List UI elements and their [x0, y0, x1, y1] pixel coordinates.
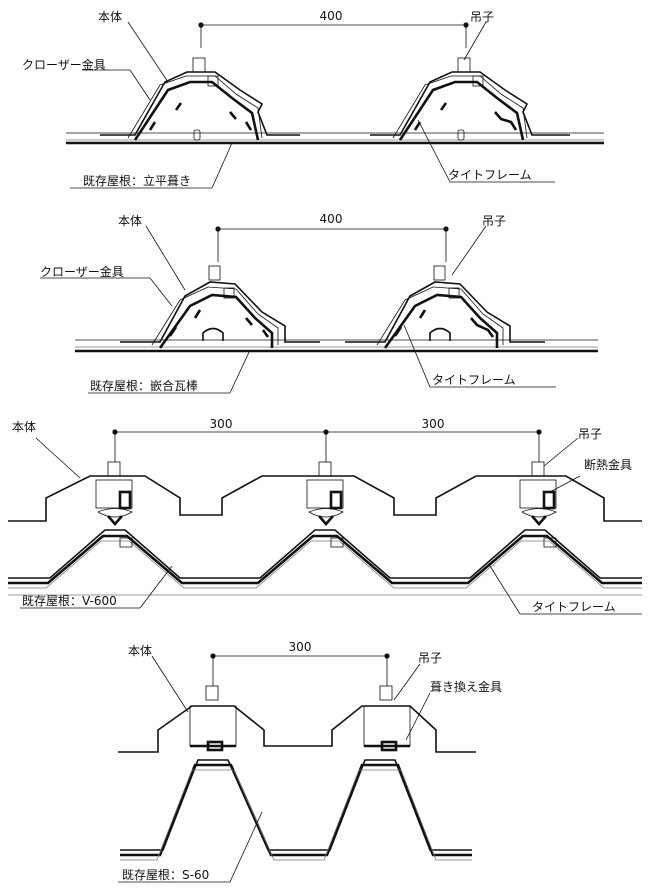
dimension-label-1: 400	[320, 9, 343, 23]
label-existing-roof-1: 既存屋根：立平葺き	[83, 173, 191, 188]
seam-hardware-4a	[189, 685, 237, 752]
label-existing-roof-4: 既存屋根：S-60	[122, 868, 209, 882]
existing-roof-2	[75, 327, 598, 353]
label-existing-roof-3: 既存屋根：V-600	[22, 594, 117, 608]
seam-hardware-4b	[363, 685, 411, 752]
seam-hardware-3a	[95, 461, 133, 548]
diagram-4-s60: 300 本体 吊子 葺き換え金具 既存屋根：S-60	[118, 640, 502, 883]
seam-hardware-3c	[519, 461, 557, 548]
label-insulation-3: 断熱金具	[584, 457, 632, 472]
diagram-3-v600: 300 300	[8, 417, 642, 615]
label-body-3: 本体	[12, 420, 36, 434]
dimension-line-1	[198, 22, 469, 48]
existing-roof-3	[8, 529, 642, 579]
label-closer-1: クローザー金具	[22, 57, 106, 72]
dimension-line-4	[210, 653, 390, 686]
existing-roof-1	[66, 129, 604, 145]
dimension-label-4: 300	[289, 640, 312, 654]
label-closer-2: クローザー金具	[40, 264, 124, 279]
leaders-4	[118, 655, 431, 883]
diagram-2-batten-seam: 400	[40, 212, 598, 394]
label-body-4: 本体	[128, 644, 152, 658]
rib-1a	[100, 57, 300, 141]
label-tight-frame-1: タイトフレーム	[448, 168, 532, 182]
label-hanger-3: 吊子	[578, 427, 602, 441]
label-hanger-4: 吊子	[418, 651, 442, 665]
diagram-1-standing-seam: 400	[22, 9, 604, 189]
dimension-label-3b: 300	[422, 417, 445, 431]
body-sheet-4	[118, 705, 476, 753]
leaders-2	[40, 225, 556, 394]
dimension-line-2	[215, 226, 449, 262]
label-body-2: 本体	[118, 214, 142, 228]
label-hanger-2: 吊子	[482, 214, 506, 228]
leaders-1	[70, 21, 555, 189]
leaders-3	[20, 437, 642, 615]
label-tight-frame-2: タイトフレーム	[432, 373, 516, 387]
rib-1b	[370, 57, 570, 141]
existing-roof-4	[120, 759, 472, 851]
rib-2a	[120, 265, 320, 349]
rib-2b	[345, 265, 545, 349]
dimension-label-2: 400	[320, 212, 343, 226]
label-tight-frame-3: タイトフレーム	[532, 600, 616, 614]
label-hanger-1: 吊子	[470, 10, 494, 24]
seam-hardware-3b	[306, 461, 344, 548]
label-replacement-4: 葺き換え金具	[430, 679, 502, 694]
body-sheet-3	[8, 475, 642, 522]
dimension-line-3	[112, 429, 542, 462]
dimension-label-3a: 300	[210, 417, 233, 431]
label-existing-roof-2: 既存屋根：嵌合瓦棒	[90, 378, 198, 393]
label-body-1: 本体	[98, 10, 122, 24]
